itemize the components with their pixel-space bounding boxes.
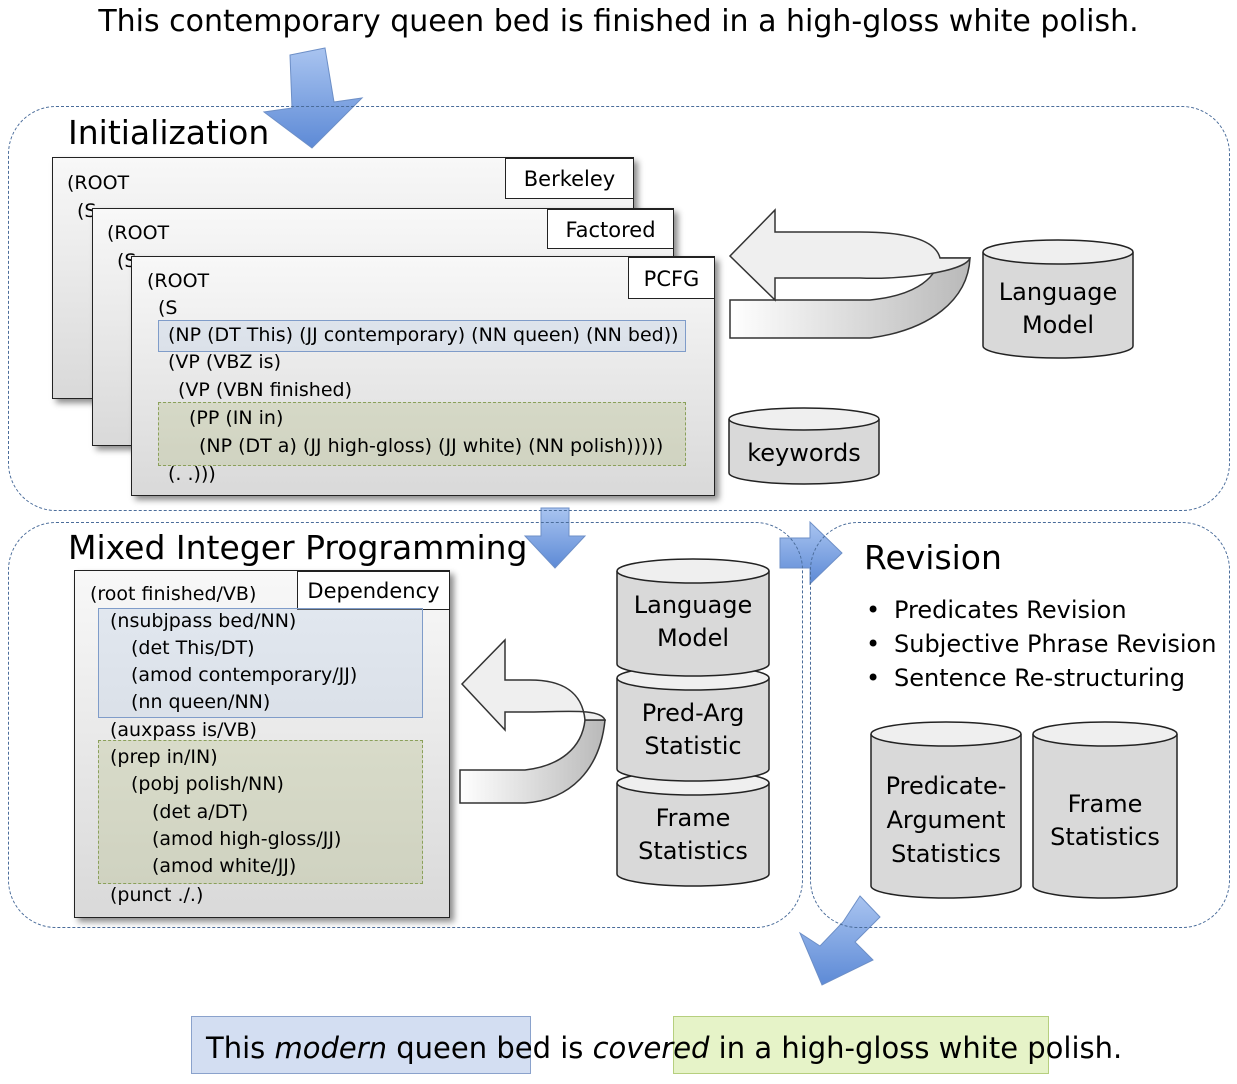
pcfg-line: (VP (VBZ is) [168,351,281,373]
cylinder-label: Argument [886,806,1006,834]
output-pp-highlight [673,1016,1049,1074]
pcfg-line: (VP (VBN finished) [178,379,352,401]
frame-statistics-database: Frame Statistics [616,770,770,888]
output-sentence: This modern queen bed is covered in a hi… [206,1031,1123,1065]
dependency-tag: Dependency [297,571,450,610]
dependency-line: (root finished/VB) [90,583,257,605]
dependency-line: (amod high-gloss/JJ) [152,828,342,850]
mip-title: Mixed Integer Programming [68,528,528,567]
output-subject-highlight [191,1016,531,1074]
keywords-database: keywords [728,407,880,485]
cylinder-label: keywords [747,439,861,467]
cylinder-label: Language [633,591,753,619]
dependency-line: (auxpass is/VB) [110,719,257,741]
dependency-parse-card [74,570,450,918]
pcfg-line: (S [158,297,178,319]
factored-line: (ROOT [107,222,170,244]
pcfg-parse-card [131,256,715,496]
curved-arrow-mip [459,638,607,804]
cylinder-label: Frame [1067,790,1143,818]
mip-section [8,522,803,928]
revision-bullet: •Sentence Re-structuring [866,664,1185,692]
dependency-line: (nsubjpass bed/NN) [110,610,297,632]
revision-bullet: •Subjective Phrase Revision [866,630,1217,658]
revision-frame-statistics-database: Frame Statistics [1032,720,1178,900]
berkeley-tag: Berkeley [505,158,634,199]
initialization-title: Initialization [68,113,270,152]
pred-arg-statistic-database: Pred-Arg Statistic [616,665,770,783]
output-arrow [798,895,881,986]
dependency-line: (det This/DT) [131,637,255,659]
prep-dep-highlight [98,740,423,884]
cylinder-label: Statistic [644,732,742,760]
revision-bullet: •Predicates Revision [866,596,1127,624]
input-sentence: This contemporary queen bed is finished … [98,4,1139,39]
mip-language-model-database: Language Model [616,558,770,678]
curved-arrow-init [728,208,972,339]
cylinder-label: Statistics [638,837,748,865]
initialization-section [8,106,1230,511]
factored-tag: Factored [547,209,674,249]
dependency-line: (pobj polish/NN) [131,773,284,795]
cylinder-label: Statistics [1050,823,1160,851]
input-arrow [262,47,364,149]
dependency-line: (nn queen/NN) [131,691,271,713]
cylinder-label: Pred-Arg [641,699,745,727]
cylinder-label: Model [1021,311,1095,339]
cylinder-label: Predicate- [885,772,1007,800]
berkeley-line: (ROOT [67,172,130,194]
predicate-argument-statistics-database: Predicate- Argument Statistics [870,720,1022,900]
berkeley-line: (S [77,200,97,222]
pcfg-tag: PCFG [628,257,715,299]
cylinder-label: Model [656,624,730,652]
pcfg-line: (. .))) [168,463,216,485]
cylinder-label: Language [998,278,1118,306]
down-arrow-mip [523,507,587,569]
subject-dep-highlight [98,608,423,718]
dependency-line: (amod white/JJ) [152,855,297,877]
subject-np-highlight [158,320,686,352]
dependency-line: (det a/DT) [152,801,249,823]
cylinder-label: Statistics [891,840,1001,868]
dependency-line: (amod contemporary/JJ) [131,664,358,686]
language-model-database: Language Model [982,238,1134,360]
pp-highlight [158,402,686,466]
pcfg-line: (ROOT [147,270,210,292]
dependency-line: (prep in/IN) [110,746,218,768]
pcfg-line: (NP (DT This) (JJ contemporary) (NN quee… [168,324,679,346]
pcfg-line: (PP (IN in) [189,407,284,429]
dependency-line: (punct ./.) [110,884,204,906]
cylinder-label: Frame [655,804,731,832]
pcfg-line: (NP (DT a) (JJ high-gloss) (JJ white) (N… [199,435,664,457]
revision-section [810,522,1230,928]
revision-bullet-list: •Predicates Revision •Subjective Phrase … [866,596,1216,698]
revision-title: Revision [864,538,1002,577]
